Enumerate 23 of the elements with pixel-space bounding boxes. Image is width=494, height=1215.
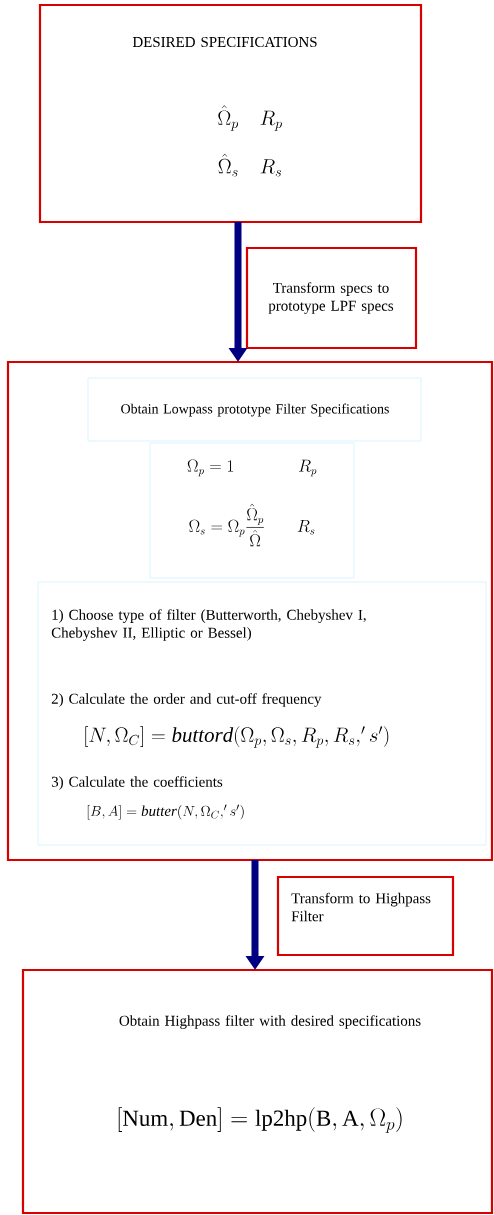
box-text: Obtain Lowpass prototype Filter Specifications [121, 403, 389, 417]
heading-box [87, 377, 422, 442]
formula: $\hat{\Omega}_p \quad R_p$ [218, 105, 282, 131]
formula: $[N,\Omega_C]=\mathit{buttord}(\Omega_p,\Omega_s, R_p,R_s,'s')$ [85, 726, 389, 748]
box-text: 3) Calculate the coefficients [51, 776, 223, 790]
process-box [6, 360, 494, 862]
box-text: 1) Choose type of filter (Butterworth, Chebyshev I, Chebyshev II, Elliptic or Bessel) [51, 609, 366, 641]
transform-box [276, 875, 455, 957]
box-text: Transform to Highpass Filter [291, 892, 431, 922]
formula: $\hat{\Omega}_s \quad R_s$ [218, 153, 281, 177]
formula: $\Omega_p = 1 \qquad\qquad R_p$ [187, 459, 317, 477]
box-text: Transform specs to prototype LPF specs [268, 282, 394, 314]
spec-box [38, 3, 423, 224]
box-text: 2) Calculate the order and cut-off frequency [51, 693, 322, 707]
transform-box [245, 246, 418, 350]
steps-box [37, 581, 487, 846]
box-text: DESIRED SPECIFICATIONS [132, 37, 317, 48]
formula-box [149, 442, 355, 579]
formula: $[B,A]=\mathit{butter}(N,\Omega_C,'s')$ [87, 804, 244, 820]
formula: $[\mathrm{Num, Den}]=\mathrm{lp2hp}(\mathrm{B,A}, \Omega_p)$ [118, 1107, 402, 1133]
formula: $\Omega_s = \Omega_p \frac{\hat{\Omega}_p}{\hat{\Omega}} \qquad R_s$ [189, 503, 315, 547]
box-text: Obtain Highpass filter with desired specifications [119, 1015, 421, 1029]
result-box [21, 968, 494, 1215]
